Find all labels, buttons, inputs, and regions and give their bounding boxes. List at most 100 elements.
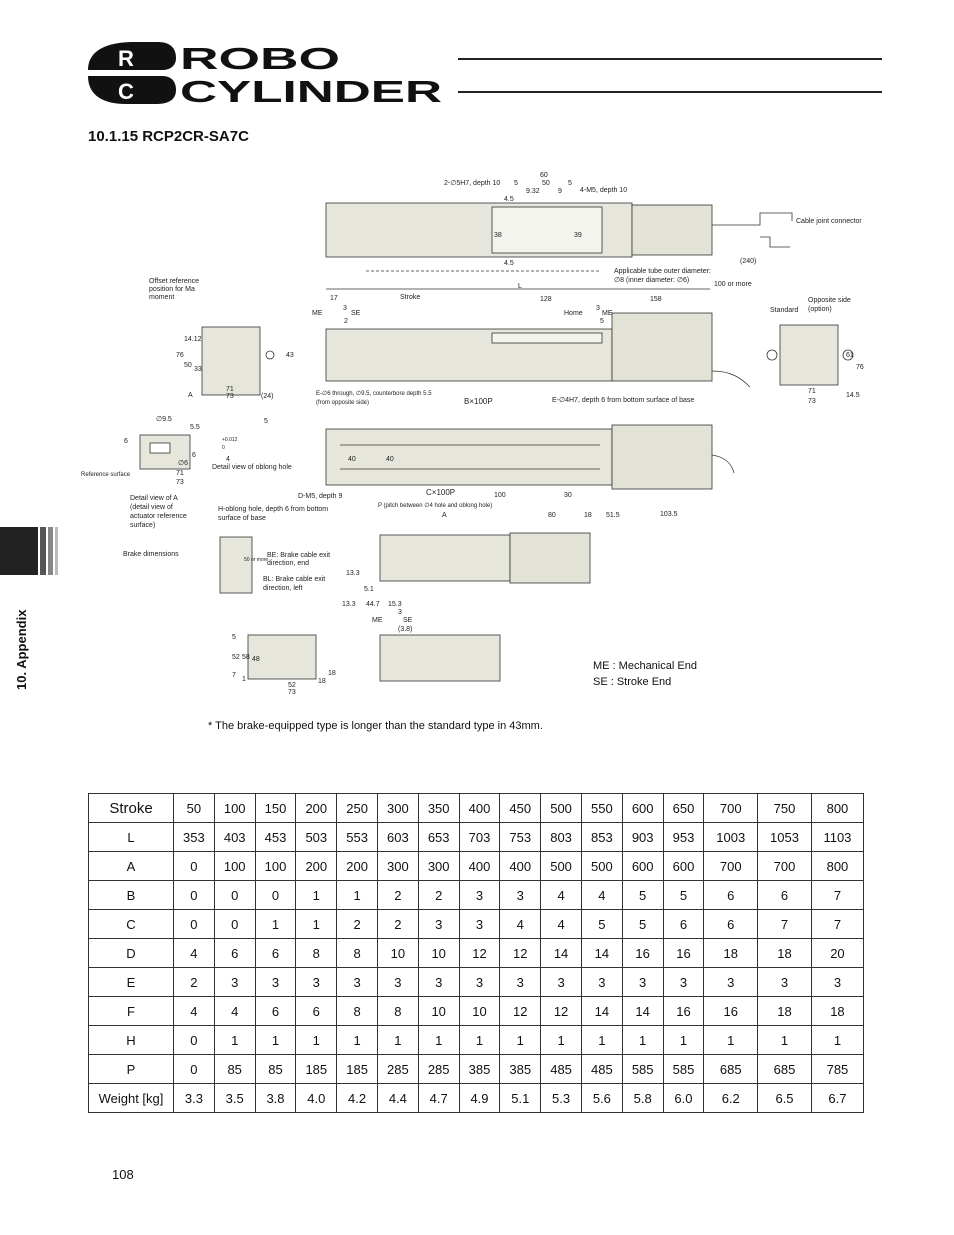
table-cell: 14 bbox=[621, 996, 664, 1026]
svg-text:13.3: 13.3 bbox=[342, 601, 356, 608]
svg-text:moment: moment bbox=[149, 294, 174, 301]
section-title: 10.1.15 RCP2CR-SA7C bbox=[88, 128, 249, 145]
table-cell: 800 bbox=[810, 793, 865, 823]
table-row-label: F bbox=[88, 996, 174, 1026]
svg-text:30: 30 bbox=[564, 492, 572, 499]
table-cell: 3 bbox=[295, 967, 338, 997]
svg-text:1: 1 bbox=[242, 676, 246, 683]
svg-text:BE: Brake cable exit: BE: Brake cable exit bbox=[267, 552, 330, 559]
table-cell: 503 bbox=[295, 822, 338, 852]
svg-text:38: 38 bbox=[494, 232, 502, 239]
table-cell: 5 bbox=[580, 909, 623, 939]
logo-mark-top: R bbox=[118, 46, 134, 71]
table-cell: 385 bbox=[499, 1054, 542, 1084]
table-cell: 2 bbox=[173, 967, 215, 997]
table-cell: 3 bbox=[417, 967, 460, 997]
table-cell: 100 bbox=[254, 851, 297, 881]
table-cell: 16 bbox=[703, 996, 759, 1026]
svg-text:ME: ME bbox=[602, 310, 613, 317]
table-cell: 16 bbox=[621, 938, 664, 968]
table-cell: 4 bbox=[580, 880, 623, 910]
svg-text:Applicable tube outer diameter: Applicable tube outer diameter: bbox=[614, 268, 711, 275]
svg-text:(option): (option) bbox=[808, 306, 832, 313]
table-cell: 4.2 bbox=[336, 1083, 378, 1113]
table-cell: 1 bbox=[336, 1025, 378, 1055]
svg-text:4.5: 4.5 bbox=[504, 196, 514, 203]
svg-text:80: 80 bbox=[548, 512, 556, 519]
table-cell: 4.4 bbox=[376, 1083, 419, 1113]
svg-text:∅8 (inner diameter: ∅6): ∅8 (inner diameter: ∅6) bbox=[614, 277, 689, 284]
table-row-label: C bbox=[88, 909, 174, 939]
table-cell: 553 bbox=[336, 822, 378, 852]
dimension-drawing: 60 50 5 5 9.32 9 2-∅5H7, depth 10 4-M5, … bbox=[81, 172, 864, 696]
table-cell: 85 bbox=[213, 1054, 256, 1084]
table-cell: 0 bbox=[173, 909, 215, 939]
svg-text:Stroke: Stroke bbox=[400, 294, 420, 301]
table-cell: 185 bbox=[336, 1054, 378, 1084]
table-cell: 1103 bbox=[810, 822, 865, 852]
table-cell: 20 bbox=[810, 938, 865, 968]
svg-text:158: 158 bbox=[650, 296, 662, 303]
svg-text:(24): (24) bbox=[261, 393, 273, 400]
table-cell: 7 bbox=[810, 880, 865, 910]
legend: ME : Mechanical End SE : Stroke End bbox=[593, 658, 697, 690]
table-cell: 953 bbox=[662, 822, 705, 852]
table-cell: 1 bbox=[295, 909, 338, 939]
svg-text:2-∅5H7, depth 10: 2-∅5H7, depth 10 bbox=[444, 180, 500, 187]
table-cell: 0 bbox=[213, 880, 256, 910]
table-cell: 1 bbox=[376, 1025, 419, 1055]
svg-text:5: 5 bbox=[264, 418, 268, 425]
table-cell: 3 bbox=[499, 880, 542, 910]
svg-text:A: A bbox=[442, 512, 447, 519]
table-cell: 1003 bbox=[703, 822, 759, 852]
svg-text:Reference surface: Reference surface bbox=[81, 472, 131, 478]
table-cell: 6.2 bbox=[703, 1083, 759, 1113]
table-cell: 5.3 bbox=[540, 1083, 582, 1113]
table-cell: 12 bbox=[499, 938, 542, 968]
table-cell: 1 bbox=[295, 1025, 338, 1055]
table-cell: 2 bbox=[376, 909, 419, 939]
table-cell: 800 bbox=[810, 851, 865, 881]
header-rule-bottom bbox=[458, 91, 882, 93]
table-cell: 10 bbox=[417, 996, 460, 1026]
table-cell: 500 bbox=[540, 793, 582, 823]
svg-text:50: 50 bbox=[184, 362, 192, 369]
svg-text:60: 60 bbox=[540, 172, 548, 179]
table-cell: 12 bbox=[499, 996, 542, 1026]
table-cell: 703 bbox=[458, 822, 501, 852]
svg-text:(detail view of: (detail view of bbox=[130, 504, 173, 511]
table-cell: 650 bbox=[662, 793, 705, 823]
table-cell: 2 bbox=[376, 880, 419, 910]
svg-text:44.7: 44.7 bbox=[366, 601, 380, 608]
svg-text:Home: Home bbox=[564, 310, 583, 317]
table-cell: 5 bbox=[621, 880, 664, 910]
svg-text:100: 100 bbox=[494, 492, 506, 499]
table-cell: 1 bbox=[662, 1025, 705, 1055]
table-cell: 1 bbox=[810, 1025, 865, 1055]
table-cell: 50 bbox=[173, 793, 215, 823]
svg-text:2: 2 bbox=[344, 318, 348, 325]
table-cell: 18 bbox=[703, 938, 759, 968]
table-cell: 8 bbox=[336, 996, 378, 1026]
svg-text:73: 73 bbox=[176, 479, 184, 486]
svg-text:+0.012: +0.012 bbox=[222, 437, 238, 443]
svg-text:48: 48 bbox=[252, 656, 260, 663]
side-tab-label: 10. Appendix bbox=[14, 609, 29, 690]
svg-text:50 or more: 50 or more bbox=[244, 557, 268, 563]
bottom-view bbox=[325, 424, 735, 490]
table-cell: 1 bbox=[254, 909, 297, 939]
svg-text:surface of base: surface of base bbox=[218, 515, 266, 522]
table-cell: 14 bbox=[580, 996, 623, 1026]
svg-text:C×100P: C×100P bbox=[426, 488, 455, 497]
table-cell: 6 bbox=[295, 996, 338, 1026]
table-cell: 5 bbox=[621, 909, 664, 939]
table-cell: 2 bbox=[417, 880, 460, 910]
table-cell: 4 bbox=[173, 938, 215, 968]
rc-mark: R C bbox=[88, 42, 176, 104]
table-cell: 3 bbox=[621, 967, 664, 997]
svg-text:Standard: Standard bbox=[770, 307, 799, 314]
svg-text:direction, end: direction, end bbox=[267, 560, 309, 567]
